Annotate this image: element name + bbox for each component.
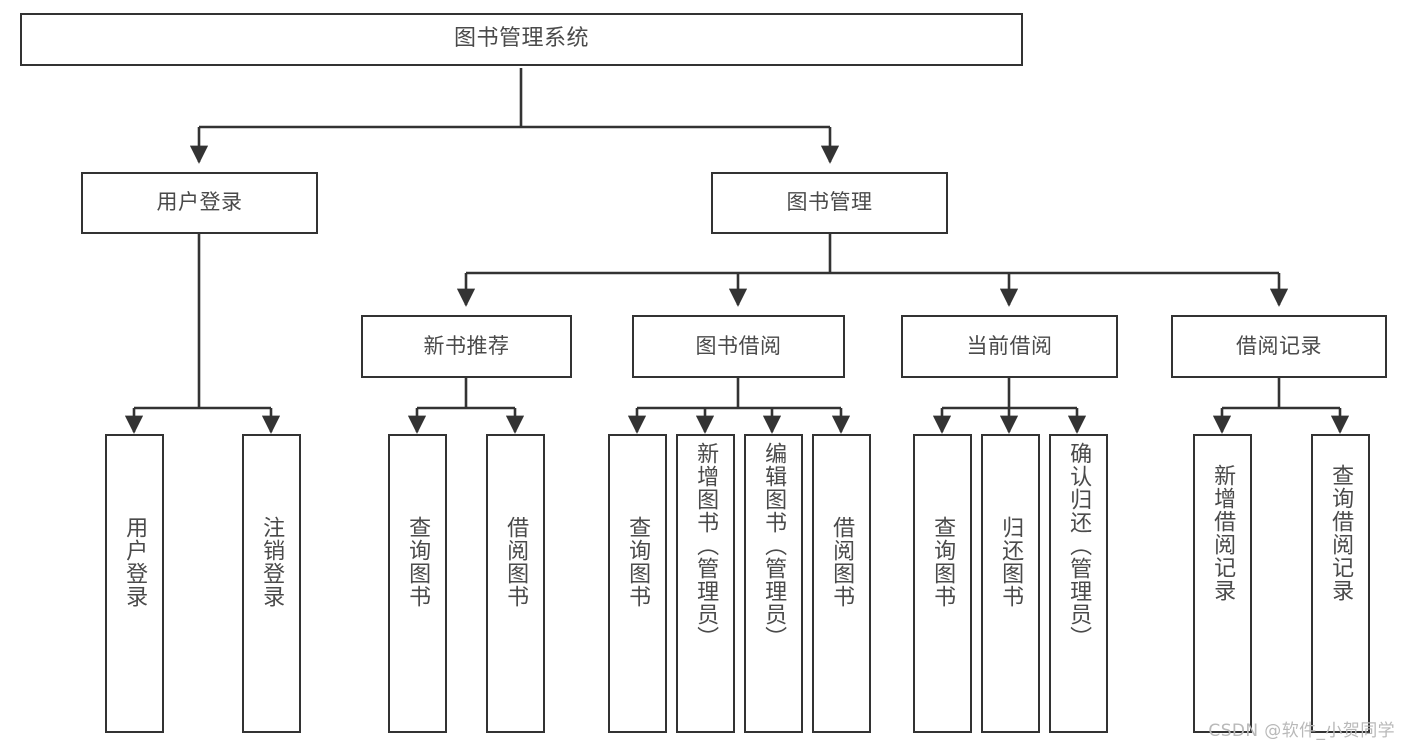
node-book-borrowing[interactable]: 图书借阅	[632, 315, 845, 378]
node-label: 归还图书	[998, 516, 1024, 608]
node-label: 查询图书	[930, 516, 956, 608]
node-label: 查询图书	[625, 516, 651, 608]
leaf-return-book[interactable]: 归还图书	[981, 434, 1040, 733]
node-label: 查询图书	[405, 516, 431, 608]
node-label: 新增借阅记录	[1210, 464, 1236, 602]
node-label: 当前借阅	[966, 333, 1053, 358]
leaf-borrow-book-recommendation[interactable]: 借阅图书	[486, 434, 545, 733]
node-root-book-management-system[interactable]: 图书管理系统	[20, 13, 1023, 66]
node-label: 新书推荐	[423, 333, 510, 358]
leaf-add-borrowing-record[interactable]: 新增借阅记录	[1193, 434, 1252, 733]
node-label: 用户登录	[122, 516, 148, 608]
node-label: 注销登录	[259, 516, 285, 608]
leaf-query-book-recommendation[interactable]: 查询图书	[388, 434, 447, 733]
node-label: 确认归还（管理员）	[1066, 442, 1092, 649]
node-current-borrowing[interactable]: 当前借阅	[901, 315, 1118, 378]
node-label: 图书借阅	[695, 333, 782, 358]
leaf-add-book-admin[interactable]: 新增图书（管理员）	[676, 434, 735, 733]
node-label: 借阅记录	[1236, 333, 1322, 358]
watermark: CSDN @软件_小贺同学	[1208, 721, 1395, 741]
leaf-borrow-book-borrowing[interactable]: 借阅图书	[812, 434, 871, 733]
leaf-user-login[interactable]: 用户登录	[105, 434, 164, 733]
node-user-login[interactable]: 用户登录	[81, 172, 318, 234]
node-borrowing-record[interactable]: 借阅记录	[1171, 315, 1387, 378]
leaf-query-book-borrowing[interactable]: 查询图书	[608, 434, 667, 733]
node-label: 新增图书（管理员）	[693, 442, 719, 649]
node-label: 查询借阅记录	[1328, 464, 1354, 602]
leaf-confirm-return-admin[interactable]: 确认归还（管理员）	[1049, 434, 1108, 733]
leaf-query-borrowing-record[interactable]: 查询借阅记录	[1311, 434, 1370, 733]
node-label: 借阅图书	[503, 516, 529, 608]
node-label: 借阅图书	[829, 516, 855, 608]
node-label: 用户登录	[156, 190, 243, 215]
node-book-management[interactable]: 图书管理	[711, 172, 948, 234]
node-new-book-recommendation[interactable]: 新书推荐	[361, 315, 572, 378]
leaf-edit-book-admin[interactable]: 编辑图书（管理员）	[744, 434, 803, 733]
leaf-logout[interactable]: 注销登录	[242, 434, 301, 733]
leaf-query-book-current[interactable]: 查询图书	[913, 434, 972, 733]
node-label: 图书管理	[786, 190, 873, 215]
node-label: 编辑图书（管理员）	[761, 442, 787, 649]
node-label: 图书管理系统	[453, 26, 589, 52]
